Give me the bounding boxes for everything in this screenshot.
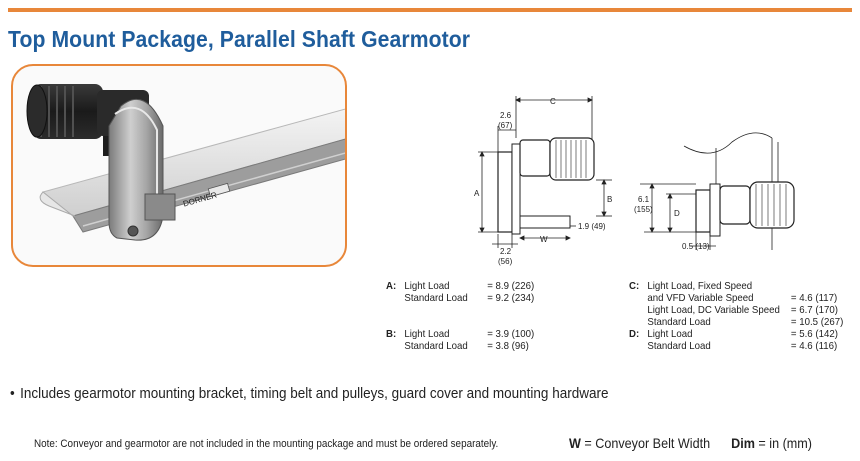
top-orange-rule — [8, 8, 852, 12]
spec-b-value-2: = 3.8 (96) — [487, 340, 529, 352]
legend-dim-def: = in (mm) — [758, 435, 812, 451]
dim-w-label: W — [540, 235, 548, 244]
dim-right-label: 1.9 (49) — [578, 222, 606, 231]
footer-legend: W = Conveyor Belt Width Dim = in (mm) — [569, 435, 812, 451]
dim-bottom-mm-label: (56) — [498, 257, 513, 266]
dim-top-mm-label: (67) — [498, 121, 513, 130]
spec-c-label-1: Light Load, Fixed Speed — [647, 280, 753, 292]
dim-a-label: A — [474, 189, 480, 198]
page-title: Top Mount Package, Parallel Shaft Gearmo… — [8, 26, 471, 52]
spec-d-value-2: = 4.6 (116) — [790, 340, 838, 352]
spec-d: D: Light Load = 5.6 (142) Standard Load … — [629, 328, 841, 354]
dimension-drawing-side: C 2.6 (67) A B 1.9 (49) W 2.2 (56) — [474, 96, 612, 266]
spec-a-value-2: = 9.2 (234) — [487, 292, 535, 304]
legend-dim-key: Dim — [731, 435, 755, 451]
includes-text: Includes gearmotor mounting bracket, tim… — [20, 385, 609, 402]
spec-c-value-3: = 6.7 (170) — [790, 304, 838, 316]
dim-end-left-label: 6.1 — [638, 195, 650, 204]
bullet-dot-icon: • — [10, 385, 15, 402]
spec-c: C: Light Load, Fixed Speed and VFD Varia… — [629, 280, 844, 330]
dim-c-label: C — [550, 97, 556, 106]
dim-top-label: 2.6 — [500, 111, 512, 120]
spec-b-label-2: Standard Load — [404, 340, 468, 352]
spec-a-label-2: Standard Load — [404, 292, 468, 304]
spec-d-label-2: Standard Load — [647, 340, 711, 352]
spec-a-value-1: = 8.9 (226) — [487, 280, 535, 292]
footer-note: Note: Conveyor and gearmotor are not inc… — [34, 438, 499, 450]
spec-c-label-3: Light Load, DC Variable Speed — [647, 304, 780, 316]
includes-bullet: • Includes gearmotor mounting bracket, ti… — [10, 385, 608, 402]
spec-b-letter: B: — [386, 328, 397, 340]
spec-a-letter: A: — [386, 280, 397, 292]
dim-bottom-label: 2.2 — [500, 247, 512, 256]
dim-end-bottom-label: 0.5 (13) — [682, 242, 710, 251]
spec-c-value-2: = 4.6 (117) — [790, 292, 838, 304]
spec-d-letter: D: — [629, 328, 640, 340]
product-photo: DORNER — [11, 64, 347, 267]
dim-end-left-mm-label: (155) — [634, 205, 653, 214]
legend-w-key: W — [569, 435, 581, 451]
spec-d-label-1: Light Load — [647, 328, 693, 340]
spec-c-letter: C: — [629, 280, 640, 292]
spec-a: A: Light Load = 8.9 (226) Standard Load … — [386, 280, 570, 306]
spec-c-label-4: Standard Load — [647, 316, 711, 328]
spec-b: B: Light Load = 3.9 (100) Standard Load … — [386, 328, 570, 354]
spec-d-value-1: = 5.6 (142) — [790, 328, 838, 340]
dimension-drawing-end: 6.1 (155) D 0.5 (13) — [634, 132, 795, 251]
spec-b-label-1: Light Load — [404, 328, 450, 340]
legend-w-def: = Conveyor Belt Width — [584, 435, 711, 451]
spec-c-value-4: = 10.5 (267) — [790, 316, 844, 328]
spec-a-label-1: Light Load — [404, 280, 450, 292]
spec-b-value-1: = 3.9 (100) — [487, 328, 535, 340]
dim-d-label: D — [674, 209, 680, 218]
spec-c-label-2: and VFD Variable Speed — [647, 292, 754, 304]
dim-b-label: B — [607, 195, 612, 204]
